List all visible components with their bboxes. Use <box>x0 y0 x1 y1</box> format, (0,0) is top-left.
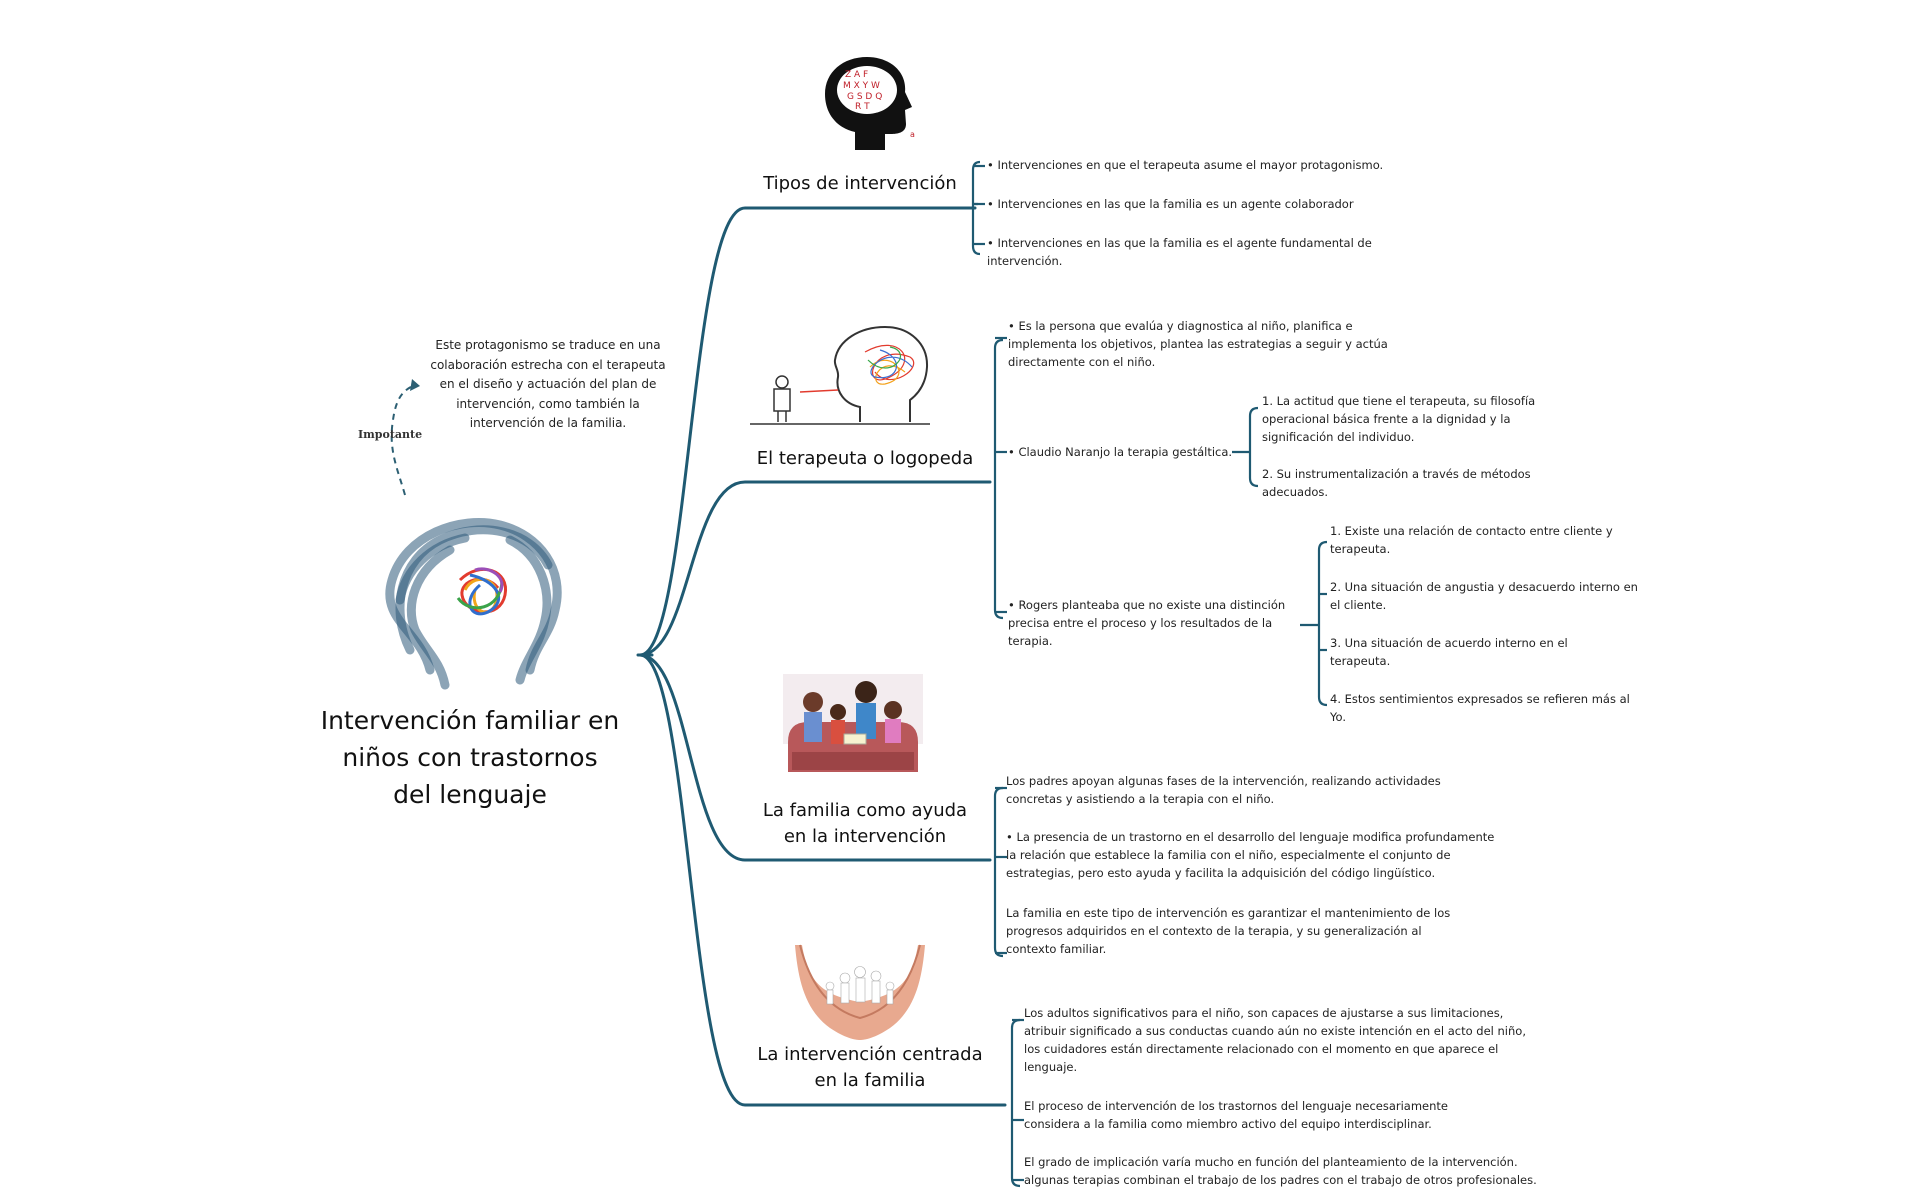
trunk-to-terapeuta <box>638 480 992 657</box>
trunk-to-familia-ayuda <box>638 653 992 862</box>
branch-familia-ayuda: La familia como ayuda en la intervención <box>745 798 985 850</box>
hands-family-illustration <box>795 944 925 1040</box>
branch-tipos-intervencion: Tipos de intervención <box>763 173 957 194</box>
familia-ayuda-item: La familia en este tipo de intervención … <box>1006 906 1451 956</box>
terapeuta-item-naranjo: • Claudio Naranjo la terapia gestáltica. <box>1008 445 1233 459</box>
terapeuta-item-rogers: • Rogers planteaba que no existe una dis… <box>1008 598 1286 648</box>
svg-text:G S D Q: G S D Q <box>847 92 882 102</box>
branch-label-line: en la intervención <box>783 826 947 847</box>
trunk-to-centrada <box>638 653 1007 1107</box>
head-letters-illustration: Z A FM X Y W G S D QR T a b <box>825 57 915 150</box>
terapeuta-item: • Es la persona que evalúa y diagnostica… <box>1008 319 1388 369</box>
family-sofa-illustration <box>783 674 923 772</box>
logopeda-illustration <box>750 325 930 425</box>
svg-text:Z A F: Z A F <box>845 70 868 80</box>
branch-intervencion-centrada: La intervención centrada en la familia <box>745 1042 995 1094</box>
branch-label-line: La familia como ayuda <box>762 800 968 821</box>
naranjo-point: 2. Su instrumentalización a través de mé… <box>1262 467 1531 499</box>
protagonism-note: Este protagonismo se traduce en una cola… <box>430 338 666 430</box>
central-title-line: del lenguaje <box>393 780 547 809</box>
branch-label-line: La intervención centrada <box>757 1044 983 1065</box>
important-label: Impotante <box>358 428 423 441</box>
naranjo-point: 1. La actitud que tiene el terapeuta, su… <box>1262 394 1536 444</box>
central-head-illustration <box>385 517 562 690</box>
rogers-point: 3. Una situación de acuerdo interno en e… <box>1330 636 1568 668</box>
tipos-item: • Intervenciones en que el terapeuta asu… <box>987 158 1384 172</box>
centrada-item: Los adultos significativos para el niño,… <box>1024 1006 1526 1074</box>
centrada-item: El proceso de intervención de los trasto… <box>1024 1099 1448 1131</box>
centrada-item: El grado de implicación varía mucho en f… <box>1024 1155 1537 1187</box>
central-title: Intervención familiar en niños con trast… <box>320 702 620 813</box>
svg-text:R T: R T <box>855 102 870 112</box>
tipos-item: • Intervenciones en las que la familia e… <box>987 236 1372 268</box>
rogers-point: 4. Estos sentimientos expresados se refi… <box>1330 692 1630 724</box>
central-title-line: Intervención familiar en <box>320 706 620 735</box>
familia-ayuda-item: • La presencia de un trastorno en el des… <box>1006 830 1495 880</box>
svg-text:a b: a b <box>910 130 915 139</box>
familia-ayuda-item: Los padres apoyan algunas fases de la in… <box>1006 774 1441 806</box>
branch-label-line: en la familia <box>814 1070 926 1091</box>
trunk-to-tipos <box>638 206 977 657</box>
central-title-line: niños con trastornos <box>342 743 598 772</box>
rogers-point: 2. Una situación de angustia y desacuerd… <box>1330 580 1638 612</box>
svg-text:M X Y W: M X Y W <box>843 81 880 91</box>
branch-terapeuta-logopeda: El terapeuta o logopeda <box>756 448 974 469</box>
rogers-point: 1. Existe una relación de contacto entre… <box>1330 524 1613 556</box>
tipos-item: • Intervenciones en las que la familia e… <box>987 197 1354 211</box>
